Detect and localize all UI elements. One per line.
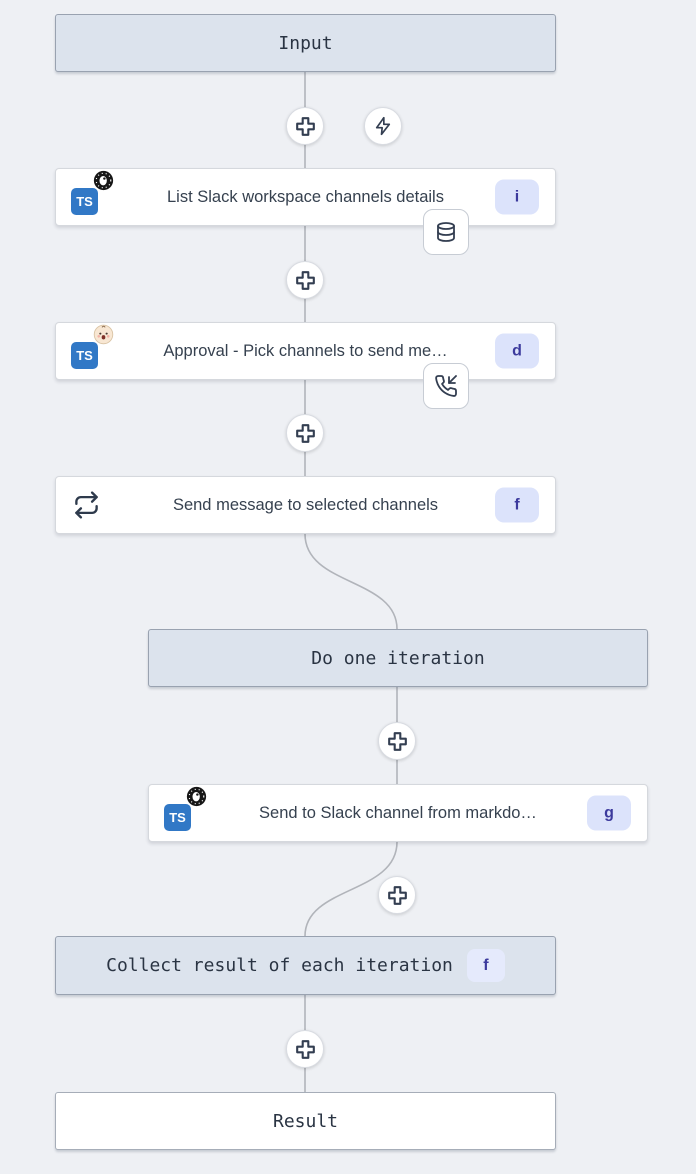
step-node-send-message-loop[interactable]: Send message to selected channels f [55,476,556,534]
step-id-badge: g [587,795,631,831]
baby-face-emoji-icon [93,324,114,345]
collect-result-label: Collect result of each iteration [106,955,453,976]
phone-incoming-icon [435,375,457,397]
step-id-badge: d [495,333,539,369]
plus-icon [295,270,315,290]
result-node[interactable]: Result [55,1092,556,1150]
typescript-icon: TS [71,342,98,369]
input-node[interactable]: Input [55,14,556,72]
typescript-icon: TS [164,804,191,831]
result-node-label: Result [272,1110,339,1132]
step-title: Send message to selected channels [172,495,439,514]
step-id-badge: i [495,179,539,215]
insert-step-button-2[interactable] [286,261,324,299]
iteration-header-label: Do one iteration [311,647,485,669]
connector-step-collect [304,841,398,937]
connector-step3-iteration [304,533,398,630]
spiral-emoji-icon [93,170,114,191]
insert-step-button-1[interactable] [286,107,324,145]
step-id-badge: f [466,949,505,982]
insert-step-button-5[interactable] [378,876,416,914]
insert-step-button-3[interactable] [286,414,324,452]
add-trigger-button[interactable] [364,107,402,145]
step-node-approval-pick-channels[interactable]: TS Approval - Pick channels to send me… … [55,322,556,380]
collect-result-node[interactable]: Collect result of each iteration f [55,936,556,995]
insert-step-button-6[interactable] [286,1030,324,1068]
database-icon [437,222,455,242]
step-id-badge: f [495,487,539,523]
input-node-label: Input [278,32,333,54]
step-node-send-to-slack-channel[interactable]: TS Send to Slack channel from markdo… g [148,784,648,842]
plus-icon [295,423,315,443]
typescript-icon: TS [71,188,98,215]
iteration-header-node[interactable]: Do one iteration [148,629,648,687]
plus-icon [295,1039,315,1059]
insert-step-button-4[interactable] [378,722,416,760]
plus-icon [295,116,315,136]
step-title: List Slack workspace channels details [167,187,444,206]
plus-icon [387,885,407,905]
cache-attachment[interactable] [423,209,469,255]
spiral-emoji-icon [186,786,207,807]
plus-icon [387,731,407,751]
lightning-bolt-icon [375,116,391,136]
step-title: Approval - Pick channels to send me… [163,341,448,360]
step-title: Send to Slack channel from markdo… [259,803,537,822]
suspend-approval-attachment[interactable] [423,363,469,409]
step-node-list-slack-channels[interactable]: TS List Slack workspace channels details… [55,168,556,226]
repeat-loop-icon [75,491,98,519]
